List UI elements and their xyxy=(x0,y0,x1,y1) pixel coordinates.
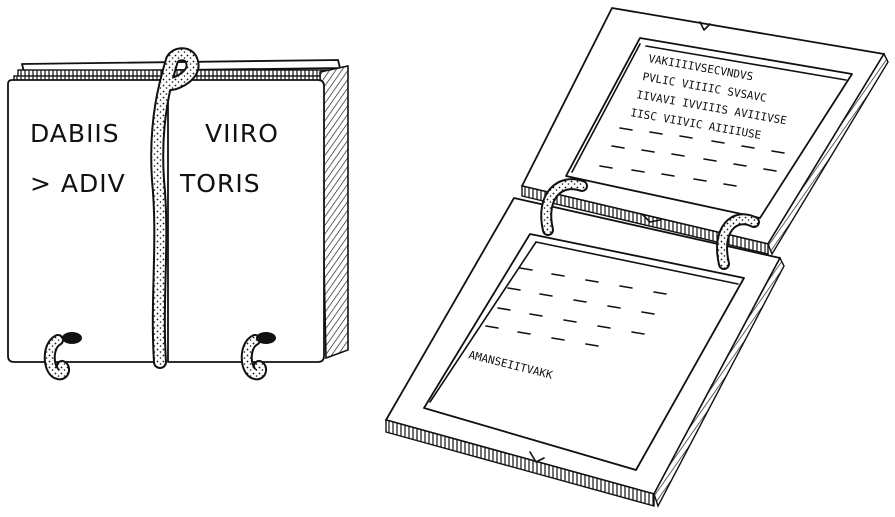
open-diptych: VAKIIIIVSECVNDVS PVLIC VIIIIC SVSAVC IIV… xyxy=(385,7,889,508)
left-leaf-line-2: > ADIV xyxy=(30,169,126,198)
left-hinge-ring xyxy=(43,332,82,381)
top-tablet: VAKIIIIVSECVNDVS PVLIC VIIIIC SVSAVC IIV… xyxy=(521,7,889,256)
right-leaf-line-2: TORIS xyxy=(179,169,261,198)
bottom-panel-dashes xyxy=(485,267,667,347)
top-panel-dashes xyxy=(599,127,785,187)
left-leaf-line-1: DABIIS xyxy=(30,119,120,148)
right-leaf-line-1: VIIRO xyxy=(205,119,279,148)
right-hinge-ring xyxy=(240,332,276,381)
binding-cord xyxy=(150,47,200,369)
left-leaf: DABIIS > ADIV xyxy=(7,79,163,363)
closed-diptych: DABIIS > ADIV VIIRO TORIS xyxy=(7,47,349,381)
open-left-hinge-ring xyxy=(540,178,588,236)
bottom-tablet: AMANSEIITVAKK xyxy=(385,197,785,508)
right-leaf: VIIRO TORIS xyxy=(167,79,325,363)
open-right-hinge-ring xyxy=(716,213,760,270)
